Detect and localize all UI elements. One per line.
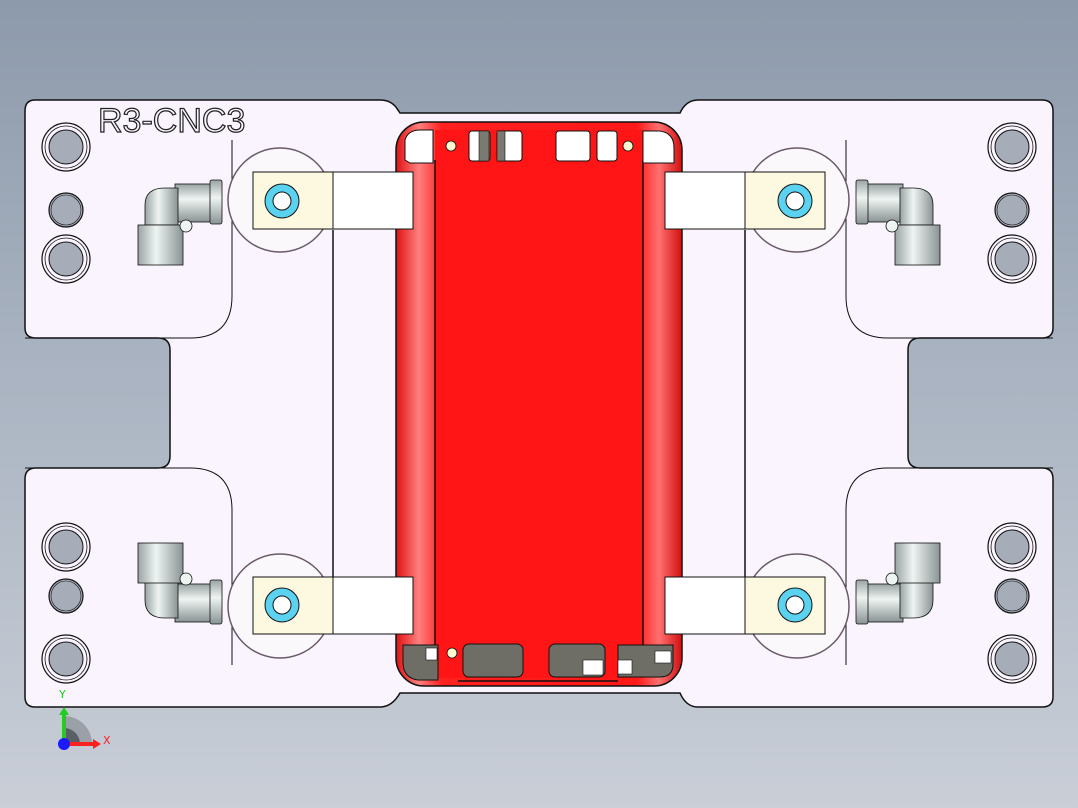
clamp-top-left bbox=[227, 147, 414, 253]
x-axis-label: X bbox=[103, 734, 111, 747]
air-fitting-bottom-right bbox=[855, 542, 941, 625]
y-axis-label: Y bbox=[59, 688, 66, 701]
part-label: R3-CNC3 bbox=[97, 101, 246, 140]
clamp-top-right bbox=[664, 147, 850, 253]
air-fitting-top-left bbox=[137, 179, 223, 266]
clamp-bottom-left bbox=[227, 553, 414, 659]
axis-triad bbox=[58, 707, 101, 750]
air-fitting-top-right bbox=[855, 179, 941, 266]
clamp-bottom-right bbox=[664, 553, 850, 659]
air-fitting-bottom-left bbox=[137, 542, 223, 625]
workpiece bbox=[395, 121, 683, 687]
